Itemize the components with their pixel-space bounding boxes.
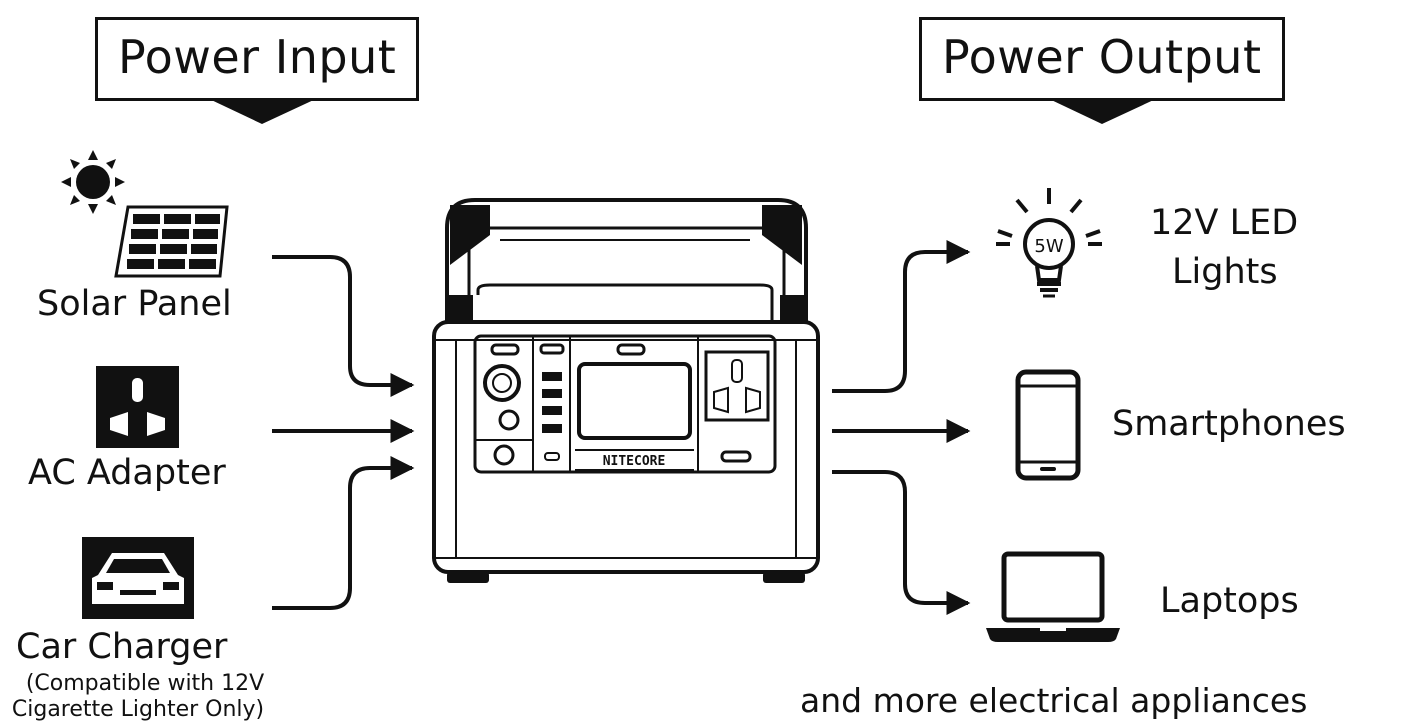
more-appliances-footer: and more electrical appliances: [800, 681, 1308, 720]
car-charger-note-line2: Cigarette Lighter Only): [11, 697, 265, 722]
input-header-pointer: [205, 97, 320, 124]
ac-adapter-label: AC Adapter: [28, 453, 226, 493]
power-output-header: Power Output: [919, 17, 1285, 101]
laptop-connector-arrow: [832, 470, 971, 615]
power-input-header: Power Input: [95, 17, 420, 101]
power-station-icon: [432, 198, 820, 583]
car-connector-arrow: [272, 456, 415, 610]
ac-socket-icon: [96, 366, 179, 448]
car-icon: [82, 537, 194, 619]
led-lights-label-line2: Lights: [1172, 252, 1278, 292]
power-station-brand: NITECORE: [603, 454, 666, 469]
led-lights-label-line1: 12V LED: [1150, 203, 1299, 243]
smartphone-icon: [1015, 369, 1081, 481]
led-bulb-icon: [996, 188, 1102, 298]
bulb-wattage: 5W: [1034, 236, 1063, 257]
output-header-pointer: [1045, 97, 1160, 124]
car-charger-note-line1: (Compatible with 12V: [25, 671, 265, 696]
smartphones-label: Smartphones: [1112, 404, 1346, 444]
solar-panel-icon: [114, 205, 229, 278]
solar-connector-arrow: [272, 255, 415, 397]
solar-panel-label: Solar Panel: [37, 284, 232, 324]
led-connector-arrow: [832, 240, 971, 393]
laptops-label: Laptops: [1160, 581, 1299, 621]
car-charger-label: Car Charger: [16, 627, 228, 667]
sun-icon: [61, 150, 125, 214]
laptop-icon: [986, 551, 1120, 642]
